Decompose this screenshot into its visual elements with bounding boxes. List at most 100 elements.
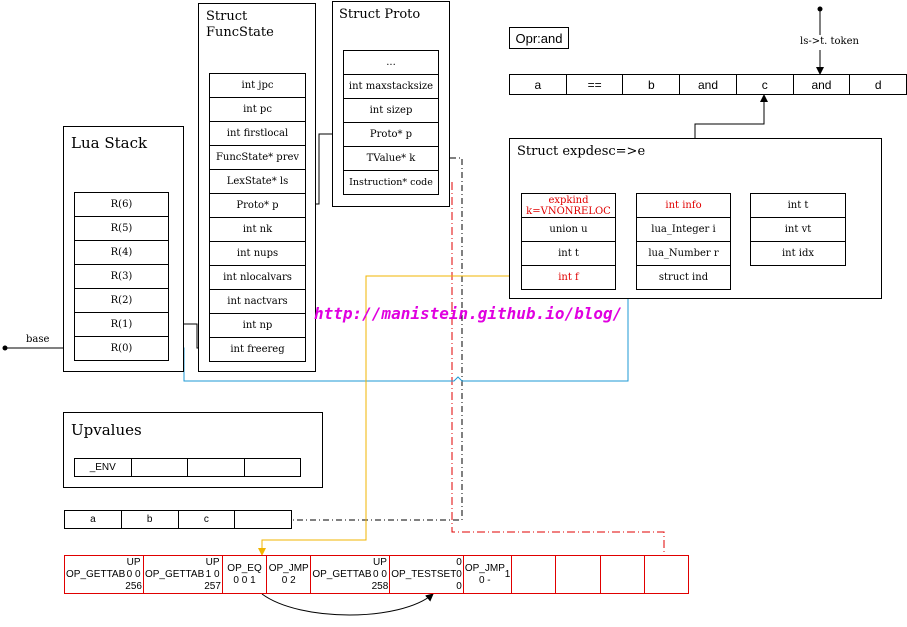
token-cell: == bbox=[567, 75, 624, 94]
funcstate-title-line1: Struct bbox=[206, 9, 248, 24]
union-field: lua_Number r bbox=[637, 242, 730, 266]
base-label: base bbox=[26, 334, 50, 345]
jump-arc bbox=[261, 593, 434, 616]
proto-field: int sizep bbox=[344, 99, 438, 123]
proto-field: Proto* p bbox=[344, 123, 438, 147]
upvalue-slots: _ENV bbox=[74, 458, 301, 477]
constant-slot bbox=[235, 511, 292, 528]
expdesc-field: int t bbox=[522, 242, 615, 266]
instruction-cell bbox=[556, 556, 601, 593]
token-cell: a bbox=[510, 75, 567, 94]
instruction-line: OP_GETTAB bbox=[66, 568, 126, 580]
funcstate-field: int firstlocal bbox=[210, 122, 305, 146]
instruction-operands: UP 0 0 258 bbox=[371, 556, 389, 592]
instruction-operands: 1 bbox=[504, 568, 511, 580]
proto-field: int maxstacksize bbox=[344, 75, 438, 99]
union-field: struct ind bbox=[637, 266, 730, 290]
token-cell: c bbox=[737, 75, 794, 94]
register-cell: R(4) bbox=[75, 241, 168, 265]
register-cell: R(6) bbox=[75, 193, 168, 217]
code-link bbox=[437, 181, 665, 555]
instruction-operands: UP 0 0 256 bbox=[125, 556, 142, 592]
instruction-cell: OP_JMP 0 2 bbox=[267, 556, 312, 593]
funcstate-field: int jpc bbox=[210, 74, 305, 98]
upvalue-slot bbox=[245, 459, 301, 476]
token-cell: and bbox=[794, 75, 851, 94]
instruction-cell: OP_EQ 0 0 1 bbox=[223, 556, 268, 593]
ind-field: int t bbox=[751, 194, 845, 218]
instruction-cell bbox=[601, 556, 645, 593]
register-cell: R(3) bbox=[75, 265, 168, 289]
proto-title: Struct Proto bbox=[339, 7, 421, 22]
instruction-line: OP_JMP 0 - bbox=[464, 562, 505, 586]
funcstate-title-line2: FuncState bbox=[206, 25, 274, 40]
instruction-operands: 0 0 0 bbox=[456, 556, 462, 592]
constant-slot: b bbox=[122, 511, 179, 528]
funcstate-field: int nk bbox=[210, 218, 305, 242]
watermark: http://manistein.github.io/blog/ bbox=[314, 304, 623, 323]
instruction-cell bbox=[512, 556, 557, 593]
upvalues-title: Upvalues bbox=[71, 421, 142, 439]
upvalue-slot bbox=[132, 459, 188, 476]
ind-field: int vt bbox=[751, 218, 845, 242]
register-cell: R(2) bbox=[75, 289, 168, 313]
funcstate-field: Proto* p bbox=[210, 194, 305, 218]
register-cell: R(0) bbox=[75, 337, 168, 361]
token-cell: d bbox=[850, 75, 907, 94]
expdesc-field: int f bbox=[522, 266, 615, 290]
token-cell: and bbox=[680, 75, 737, 94]
lua-stack-title: Lua Stack bbox=[71, 134, 148, 152]
expdesc-title: Struct expdesc=>e bbox=[517, 144, 646, 159]
expdesc-field: expkind k=VNONRELOC bbox=[522, 194, 615, 218]
funcstate-field: int np bbox=[210, 314, 305, 338]
funcstate-field: LexState* ls bbox=[210, 170, 305, 194]
proto-field: TValue* k bbox=[344, 147, 438, 171]
constant-slot: c bbox=[179, 511, 236, 528]
proto-field: ... bbox=[344, 51, 438, 75]
instruction-operands: UP 1 0 257 bbox=[204, 556, 221, 592]
expdesc-field: union u bbox=[522, 218, 615, 242]
funcstate-field: int nactvars bbox=[210, 290, 305, 314]
upvalue-slot: _ENV bbox=[75, 459, 132, 476]
register-cell: R(5) bbox=[75, 217, 168, 241]
token-cell: b bbox=[623, 75, 681, 94]
funcstate-field: int freereg bbox=[210, 338, 305, 362]
expdesc-token-arrow bbox=[694, 94, 768, 138]
funcstate-field: int nlocalvars bbox=[210, 266, 305, 290]
upvalue-slot bbox=[188, 459, 245, 476]
instruction-cell bbox=[645, 556, 690, 593]
union-field: int info bbox=[637, 194, 730, 218]
instruction-line: OP_EQ 0 0 1 bbox=[227, 562, 262, 586]
register-cell: R(1) bbox=[75, 313, 168, 337]
union-field: lua_Integer i bbox=[637, 218, 730, 242]
instruction-cell: OP_JMP 0 -1 bbox=[464, 556, 513, 593]
false-list-link bbox=[258, 275, 521, 556]
ind-field: int idx bbox=[751, 242, 845, 266]
funcstate-field: int nups bbox=[210, 242, 305, 266]
proto-field: Instruction* code bbox=[344, 171, 438, 195]
instruction-line: OP_TESTSET bbox=[391, 568, 457, 580]
instruction-line: OP_GETTAB bbox=[144, 568, 205, 580]
funcstate-field: FuncState* prev bbox=[210, 146, 305, 170]
funcstate-field: int pc bbox=[210, 98, 305, 122]
instruction-line: OP_JMP 0 2 bbox=[268, 562, 309, 586]
instruction-line: OP_GETTAB bbox=[312, 568, 372, 580]
token-label: ls->t. token bbox=[800, 36, 859, 47]
opr-label: Opr:and bbox=[509, 27, 569, 49]
register-stack: R(6)R(5)R(4)R(3)R(2)R(1)R(0) bbox=[74, 192, 169, 361]
constant-slot: a bbox=[65, 511, 122, 528]
constants-link bbox=[292, 157, 463, 521]
